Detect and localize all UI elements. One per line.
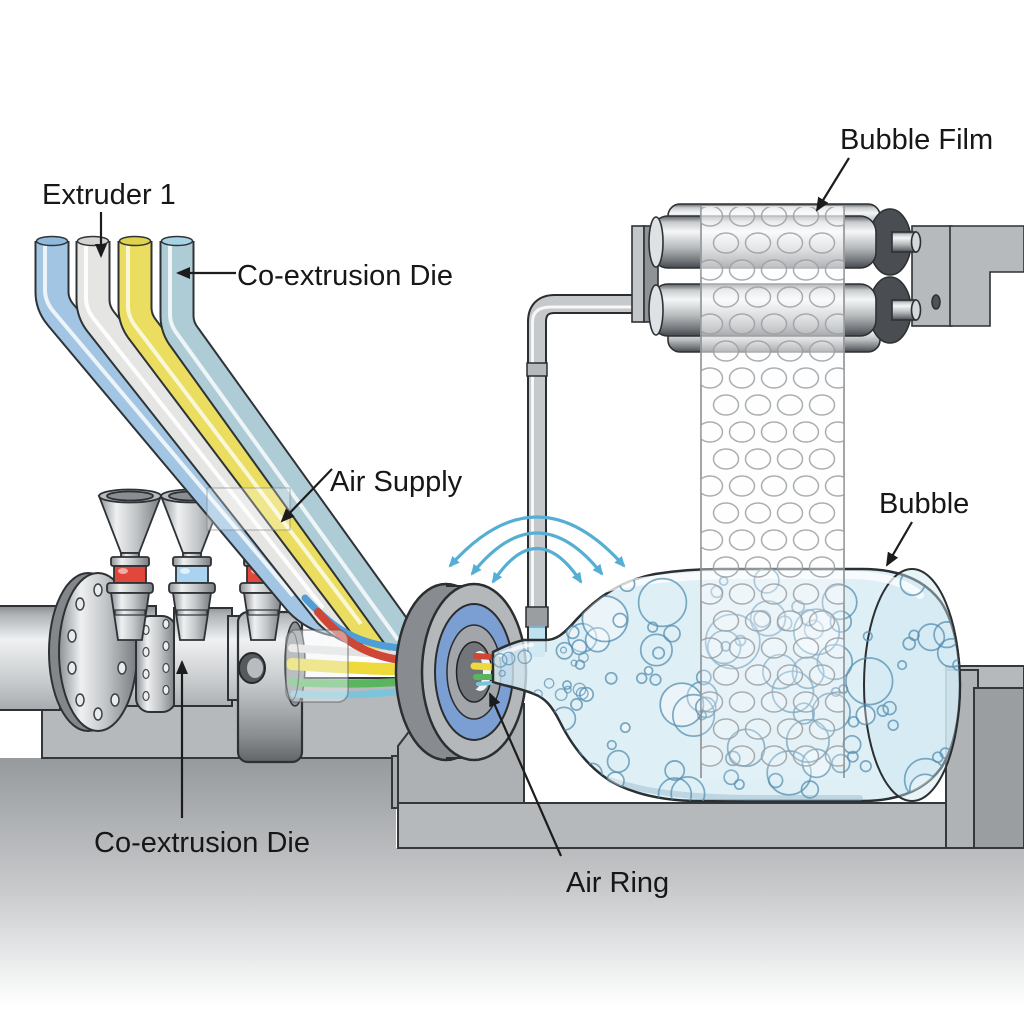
- label-coextrusion-die-bottom: Co-extrusion Die: [94, 827, 310, 859]
- label-air-ring: Air Ring: [566, 867, 669, 899]
- base-right-fill: [973, 687, 1024, 849]
- tube-inspection-panel: [206, 487, 291, 531]
- pipe-coupling-upper: [526, 362, 548, 377]
- label-extruder-1: Extruder 1: [42, 179, 176, 211]
- roller-frame-right: [911, 225, 1024, 327]
- floor: [0, 758, 1024, 1024]
- label-coextrusion-die-top: Co-extrusion Die: [237, 260, 453, 292]
- labels: Extruder 1 Co-extrusion Die Air Supply B…: [42, 124, 993, 899]
- sight-glass-red: [113, 565, 147, 584]
- die-exit-layers: [470, 653, 497, 686]
- label-bubble-film: Bubble Film: [840, 124, 993, 156]
- label-air-supply: Air Supply: [330, 466, 463, 498]
- leader-arrows: [95, 157, 913, 857]
- pipe-coupling-lower: [525, 606, 549, 628]
- bubble-film-strip: [700, 206, 845, 780]
- bubble-arrow: [885, 521, 913, 567]
- glass-coupling: [284, 629, 349, 703]
- hopper-1: [97, 488, 163, 641]
- air-supply-pipe: [525, 294, 650, 657]
- bubble-end-cap: [863, 568, 961, 802]
- air-ring-arrow: [488, 692, 563, 857]
- flange-bolt-holes: [67, 583, 127, 721]
- air-flow-arrows: [448, 515, 626, 584]
- roller-shafts: [868, 208, 922, 344]
- film-bubble-texture: [701, 207, 844, 767]
- frame-hole: [931, 294, 941, 310]
- air-supply-arrow: [280, 468, 333, 523]
- collar-bolt-holes: [142, 618, 170, 702]
- base-lower-platform: [397, 802, 979, 849]
- label-bubble: Bubble: [879, 488, 969, 520]
- sight-glass-blue: [175, 565, 209, 584]
- bubble-film-arrow: [815, 157, 850, 212]
